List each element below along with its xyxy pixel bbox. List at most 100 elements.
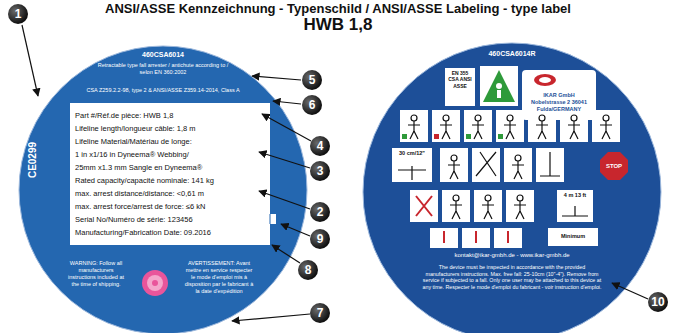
icon-box bbox=[410, 190, 438, 222]
check-mark bbox=[498, 134, 503, 139]
icon-box bbox=[432, 110, 460, 142]
icon-box bbox=[464, 110, 492, 142]
callout-number: 8 bbox=[298, 260, 318, 280]
label-text: Retractable type fall arrester / antichu… bbox=[93, 62, 233, 76]
logo bbox=[539, 77, 551, 83]
book-icon bbox=[270, 214, 271, 224]
icon-panel bbox=[392, 66, 628, 248]
anchor-glyph bbox=[476, 152, 496, 176]
icon-label: Minimum bbox=[550, 233, 596, 240]
manual-icon bbox=[264, 214, 276, 224]
figure-glyph bbox=[450, 195, 462, 219]
spec-line: max. arrest distance/distance: <0,61 m bbox=[75, 187, 265, 200]
icon-label: STOP bbox=[600, 162, 628, 170]
check-mark bbox=[466, 134, 471, 139]
callout-number: 5 bbox=[302, 70, 322, 90]
icon-box bbox=[400, 110, 428, 142]
icon-box bbox=[442, 190, 470, 222]
label-text: The device must be inspected in accordan… bbox=[422, 264, 602, 290]
spec-line: Manufacturing/Fabrication Date: 09.2016 bbox=[75, 226, 265, 239]
icon-box bbox=[528, 110, 556, 142]
figure-glyph bbox=[440, 115, 452, 139]
warning-triangle bbox=[497, 90, 501, 98]
icon-box bbox=[592, 110, 620, 142]
spec-line: Part #/Réf.de pièce: HWB 1,8 bbox=[75, 109, 265, 122]
distance-glyph bbox=[398, 166, 426, 180]
label-text: AVERTISSEMENT: Avant mettre en service r… bbox=[183, 260, 255, 294]
icon-box bbox=[557, 190, 593, 222]
icon-box bbox=[480, 66, 518, 106]
icon-box bbox=[472, 148, 500, 182]
label-text: IKAR GmbH Nobelstrasse 2 36041 Fulda/GER… bbox=[526, 92, 592, 113]
figure-glyph bbox=[504, 115, 516, 139]
figure-glyph bbox=[514, 195, 526, 219]
figure-glyph bbox=[568, 115, 580, 139]
figure-glyph bbox=[408, 115, 420, 139]
label-text: CSA Z259.2.2-98, type 2 & ANSI/ASSE Z359… bbox=[53, 87, 273, 94]
icon-box bbox=[496, 110, 524, 142]
spec-line: Lifeline length/longueur câble: 1,8 m bbox=[75, 122, 265, 135]
spec-line: 1 in x1/16 in Dyneema® Webbing/ bbox=[75, 148, 265, 161]
figure-glyph bbox=[472, 115, 484, 139]
leader-line bbox=[272, 245, 300, 263]
figure-glyph bbox=[600, 115, 612, 139]
spec-line: 25mm x1.3 mm Sangle en Dyneema® bbox=[75, 161, 265, 174]
leader-line bbox=[273, 101, 301, 104]
leader-line bbox=[22, 25, 38, 96]
spec-line: Serial No/Numéro de série: 123456 bbox=[75, 213, 265, 226]
label-text: WARNING: Follow all manufacturers instru… bbox=[66, 260, 126, 288]
leader-line bbox=[259, 152, 310, 168]
icon-box bbox=[504, 148, 532, 182]
leader-line bbox=[232, 314, 310, 321]
icon-box bbox=[536, 148, 564, 182]
label-text: 460CSA6014 bbox=[113, 51, 213, 60]
figure-glyph bbox=[448, 155, 460, 179]
icon-box bbox=[440, 148, 468, 182]
callout-number: 3 bbox=[310, 161, 330, 181]
check-mark bbox=[434, 134, 439, 139]
check-mark bbox=[402, 134, 407, 139]
standard-box bbox=[445, 68, 475, 106]
icon-box bbox=[560, 110, 588, 142]
title: ANSI/ASSE Kennzeichnung - Typenschild / … bbox=[0, 1, 676, 16]
leader-lines bbox=[22, 25, 648, 321]
stop-sign bbox=[600, 152, 628, 180]
callout-number: 1 bbox=[8, 4, 28, 24]
spec-line: Lifeline Material/Matériau de longe: bbox=[75, 135, 265, 148]
warning-triangle bbox=[496, 83, 502, 89]
anchor-glyph bbox=[540, 152, 560, 176]
callout-number: 10 bbox=[648, 292, 668, 312]
callout-number: 2 bbox=[310, 202, 330, 222]
hologram bbox=[152, 280, 158, 286]
icon-box bbox=[392, 148, 432, 182]
leader-line bbox=[612, 283, 648, 299]
hologram bbox=[142, 270, 168, 296]
spec-line: Rated capacity/capacité nominale: 141 kg bbox=[75, 174, 265, 187]
hologram bbox=[147, 275, 163, 291]
label-text: kontakt@ikar-gmbh.de - www.ikar-gmbh.de bbox=[412, 252, 612, 260]
leader-line bbox=[281, 224, 310, 236]
icon-label: EN 355 CSA ANSI ASSE bbox=[446, 70, 474, 89]
data-box: Part #/Réf.de pièce: HWB 1,8Lifeline len… bbox=[70, 103, 270, 245]
icon-box bbox=[506, 190, 534, 222]
logo bbox=[534, 74, 556, 86]
icon-box bbox=[474, 190, 502, 222]
label-text: 460CSA6014R bbox=[472, 50, 552, 59]
label-text: CE0299 bbox=[27, 132, 39, 188]
warning-triangle bbox=[483, 70, 515, 102]
hologram-sticker bbox=[142, 270, 168, 296]
callout-number: 9 bbox=[310, 229, 330, 249]
label-disc bbox=[363, 43, 661, 333]
callout-number: 6 bbox=[302, 95, 322, 115]
label-disc bbox=[19, 46, 307, 333]
figure-glyph bbox=[536, 115, 548, 139]
spec-line: max. arrest force/arrest de force: ≤6 kN bbox=[75, 200, 265, 213]
leader-line bbox=[252, 76, 301, 80]
callout-number: 4 bbox=[310, 136, 330, 156]
icon-label: 4 m 13 ft bbox=[559, 192, 591, 199]
icon-box bbox=[548, 228, 598, 246]
leader-line bbox=[262, 114, 311, 141]
icon-label: 30 cm/12" bbox=[394, 150, 430, 157]
leader-line bbox=[259, 191, 310, 209]
